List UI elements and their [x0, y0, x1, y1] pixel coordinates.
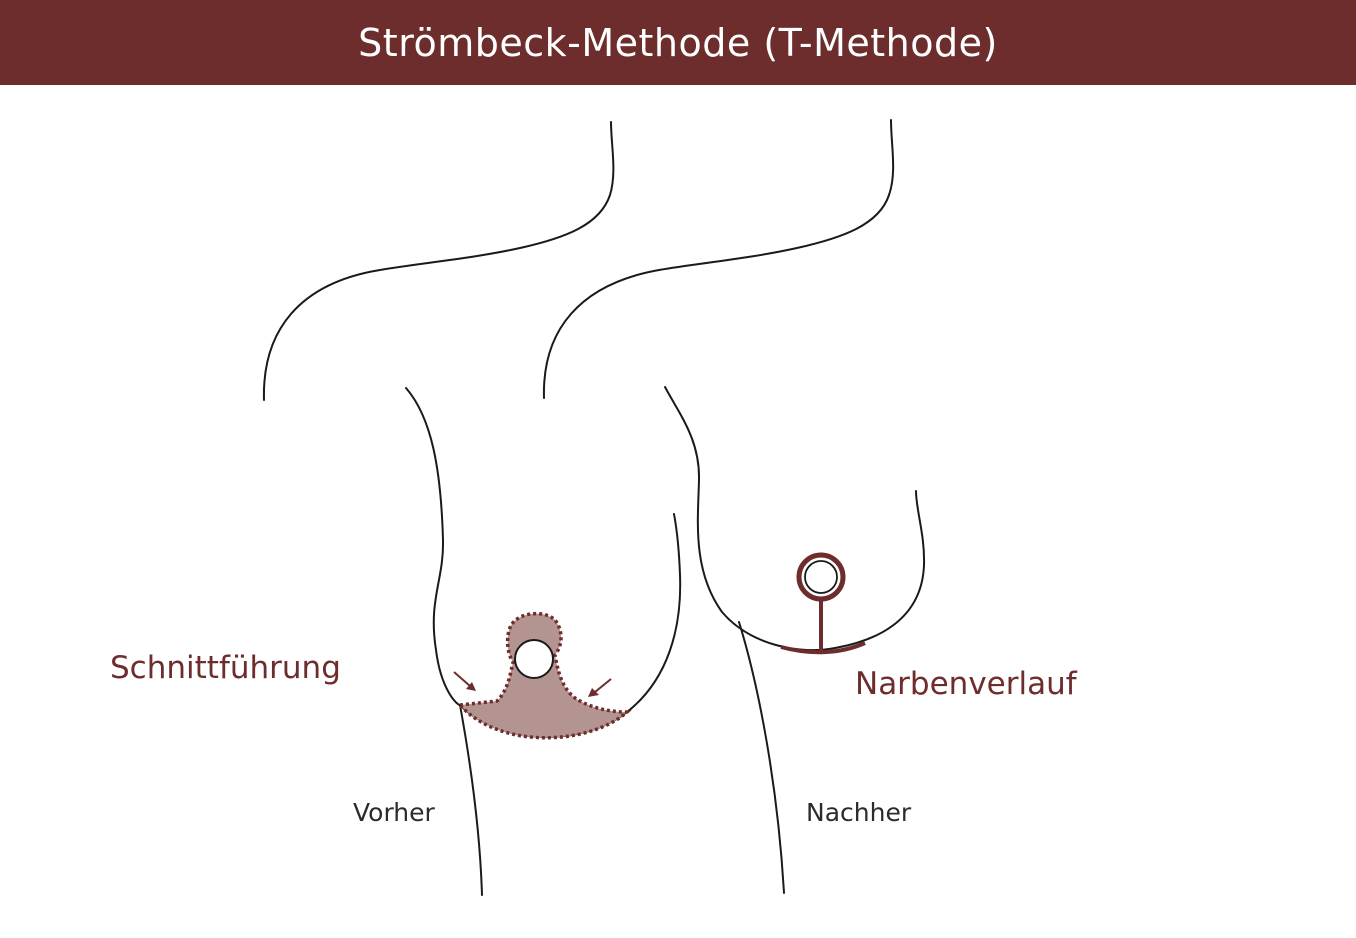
- before-label: Vorher: [353, 798, 435, 827]
- arrow-left-head-icon: [466, 682, 476, 691]
- body-outline: [262, 119, 926, 896]
- title-banner: Strömbeck-Methode (T-Methode): [0, 0, 1356, 85]
- scar-horizontal: [780, 641, 866, 655]
- incision-label: Schnittführung: [110, 650, 341, 686]
- after-label: Nachher: [806, 798, 912, 827]
- torso-after-line: [738, 621, 785, 894]
- neck-right-outline: [542, 119, 895, 399]
- nipple-before: [514, 639, 554, 679]
- arrow-right-head-icon: [588, 688, 599, 697]
- nipple-after: [804, 560, 838, 594]
- page-title: Strömbeck-Methode (T-Methode): [358, 20, 998, 65]
- neck-left-outline: [262, 121, 615, 401]
- breast-before-outline: [405, 387, 461, 706]
- torso-before-line: [459, 704, 483, 896]
- arrow-right-icon: [594, 678, 612, 693]
- scar-label: Narbenverlauf: [855, 666, 1077, 702]
- breast-after-outline: [664, 386, 926, 652]
- arrow-left-icon: [453, 671, 471, 687]
